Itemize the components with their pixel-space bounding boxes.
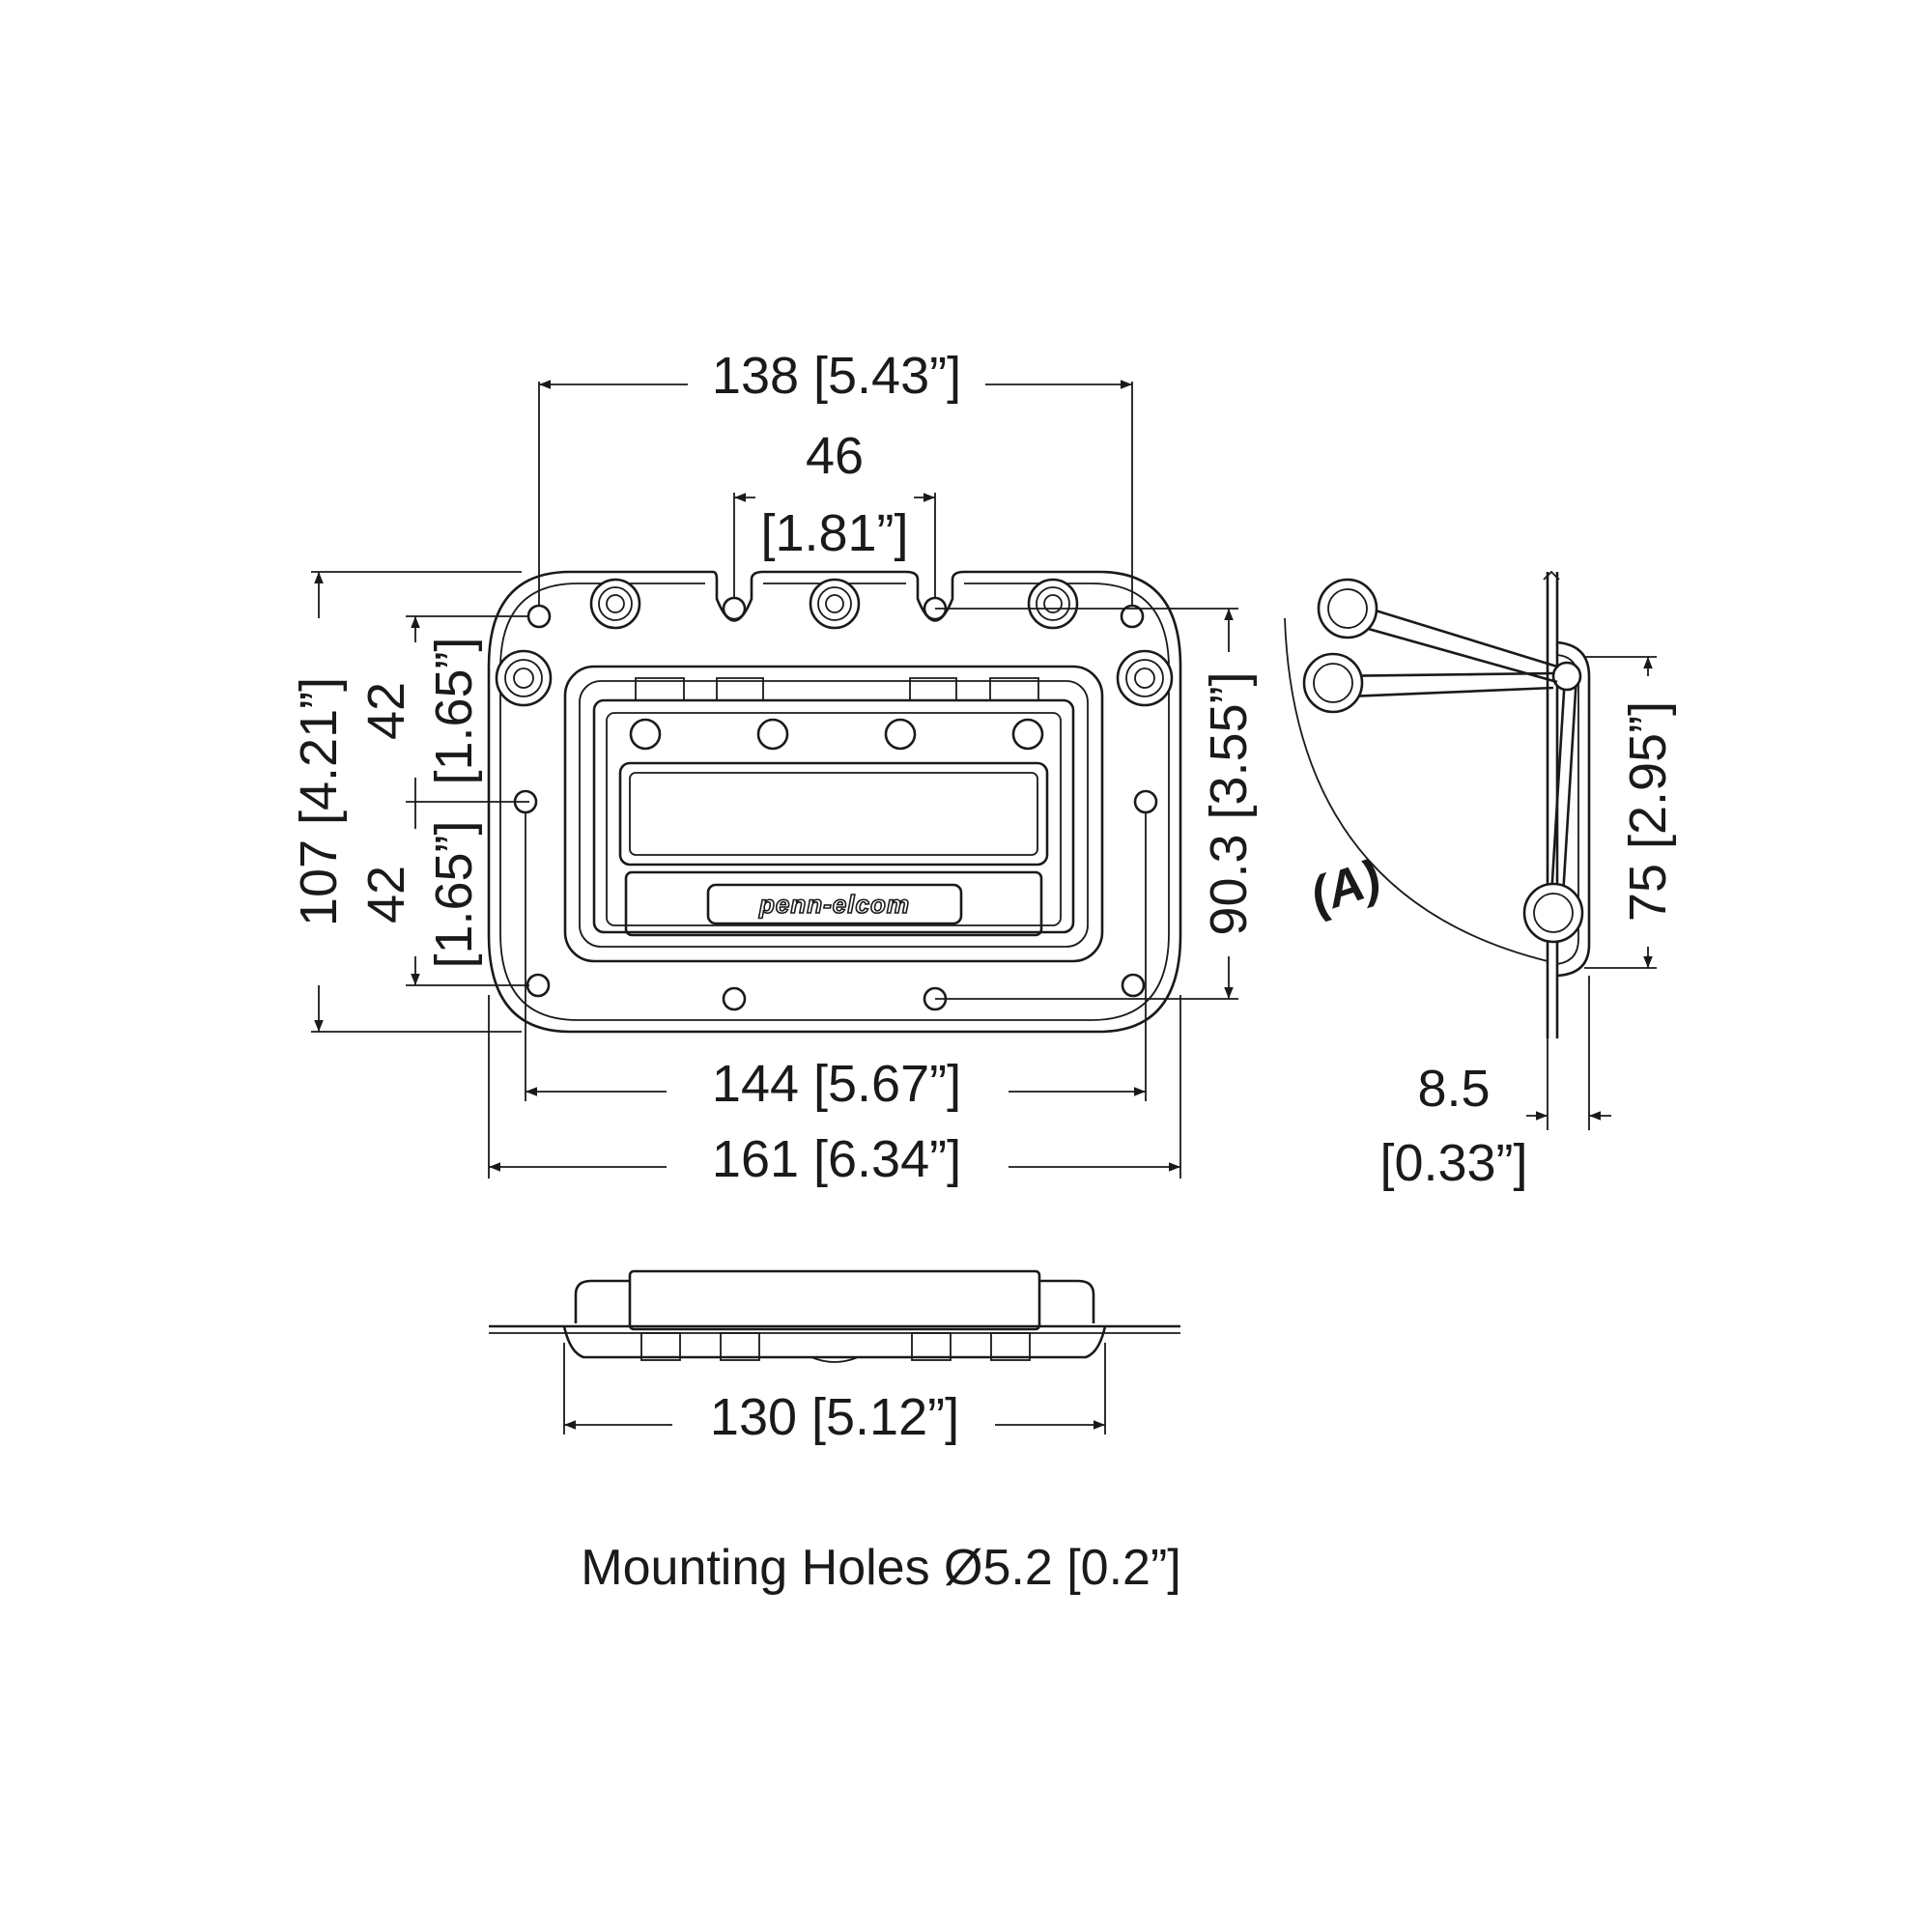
dim-lower-pitch: 42 xyxy=(357,866,415,923)
mounting-hole xyxy=(526,973,551,998)
mounting-hole xyxy=(722,596,747,621)
rivet xyxy=(589,578,641,630)
side-view: (A) xyxy=(1284,570,1591,1038)
dim-top-hole-span: 138 [5.43”] xyxy=(712,347,961,405)
dim-upper-pitch-in: [1.65”] xyxy=(425,637,483,784)
callout-a: (A) xyxy=(1304,850,1388,924)
dim-handle-travel: 75 [2.95”] xyxy=(1619,701,1677,922)
handle-frame xyxy=(606,712,1062,926)
mounting-holes-note: Mounting Holes Ø5.2 [0.2”] xyxy=(581,1540,1180,1596)
dim-overall-width: 161 [6.34”] xyxy=(712,1130,961,1188)
handle-window xyxy=(618,761,1049,867)
grip-end xyxy=(1302,652,1364,714)
grip-end xyxy=(1522,882,1584,944)
handle-pivot-hole xyxy=(884,718,917,751)
handle-pivot-hole xyxy=(629,718,662,751)
dim-lower-pitch-in: [1.65”] xyxy=(425,820,483,968)
grip-end xyxy=(1317,578,1378,639)
handle-outer xyxy=(592,698,1075,934)
dim-pan-width: 130 [5.12”] xyxy=(710,1388,959,1446)
rivet-tabs xyxy=(635,677,1039,700)
mounting-hole xyxy=(722,986,747,1011)
flange-outline xyxy=(487,570,1182,1034)
dim-depth-in: [0.33”] xyxy=(1379,1134,1527,1192)
side-dimensions: 75 [2.95”] 8.5 [0.33”] xyxy=(1379,656,1677,1192)
handle-pivot-hole xyxy=(756,718,789,751)
handle-open-positions xyxy=(1324,597,1558,699)
handle-window-inner xyxy=(629,772,1038,856)
side-pan xyxy=(1556,640,1591,978)
logo-plate xyxy=(706,883,963,925)
dim-center-span-in: [1.81”] xyxy=(760,504,908,562)
pivot-pin xyxy=(1551,661,1582,692)
dim-upper-pitch: 42 xyxy=(357,682,415,740)
flange-inner-line xyxy=(499,582,1170,1021)
dim-depth-mm: 8.5 xyxy=(1417,1060,1490,1118)
front-dimensions: 138 [5.43”] 46 [1.81”] 107 [4.21”] 42 [1… xyxy=(290,347,1258,1188)
mounting-hole xyxy=(526,604,552,629)
front-view: penn-elcom xyxy=(487,570,1182,1034)
top-tabs xyxy=(640,1332,1031,1363)
mounting-hole xyxy=(1121,973,1146,998)
rivet xyxy=(809,578,861,630)
top-handle xyxy=(628,1269,1041,1331)
dim-overall-height: 107 [4.21”] xyxy=(290,677,348,926)
handle-pivot-hole xyxy=(1011,718,1044,751)
rivet xyxy=(1027,578,1079,630)
brand-logo: penn-elcom xyxy=(758,890,910,919)
rivet xyxy=(1116,649,1174,707)
dim-bottom-hole-span: 144 [5.67”] xyxy=(712,1055,961,1113)
rivet xyxy=(495,649,553,707)
dim-right-hole-span: 90.3 [3.55”] xyxy=(1200,671,1258,935)
pan-recess-inner xyxy=(579,680,1089,948)
swing-arc xyxy=(1284,617,1548,962)
mounting-hole xyxy=(1133,789,1158,814)
top-pan xyxy=(562,1325,1107,1359)
mounting-hole xyxy=(1120,604,1145,629)
pan-recess xyxy=(563,665,1104,963)
handle-grip xyxy=(624,870,1043,937)
dim-center-span-mm: 46 xyxy=(806,427,864,485)
top-view: 130 [5.12”] xyxy=(489,1269,1180,1446)
